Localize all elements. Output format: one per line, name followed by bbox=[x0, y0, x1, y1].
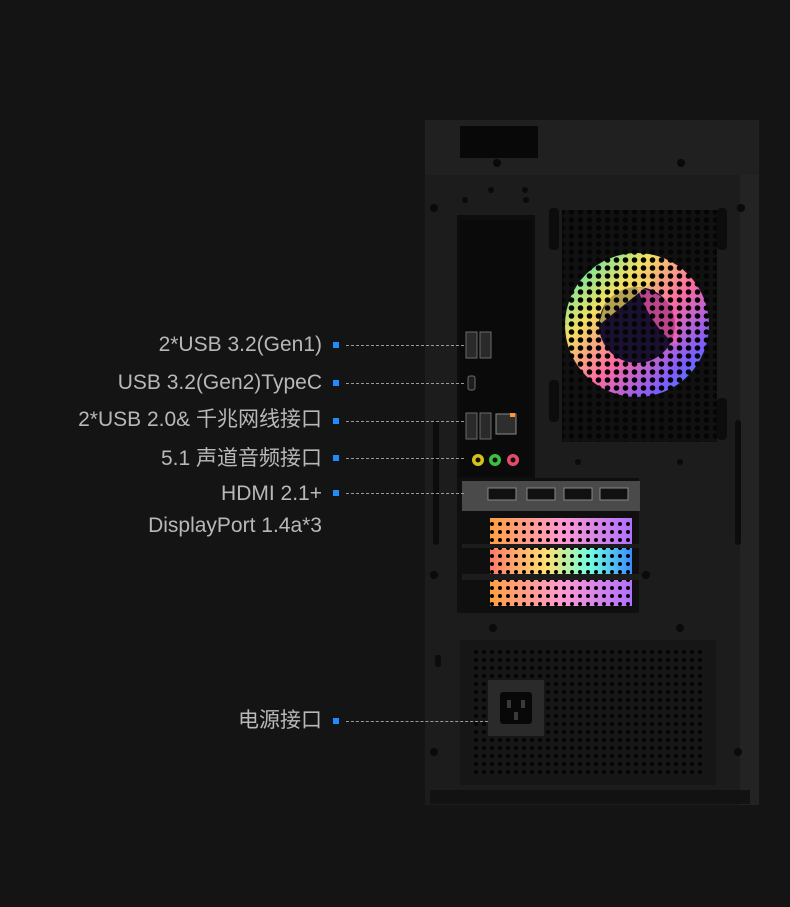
callout-leader-line bbox=[346, 421, 464, 422]
callout-power-label: 电源接口 bbox=[238, 709, 322, 732]
displayport-icon bbox=[526, 487, 629, 501]
ethernet-port-icon bbox=[495, 413, 517, 435]
type-c-port-icon bbox=[467, 375, 476, 391]
callout-marker bbox=[333, 342, 339, 348]
hdmi-port-icon bbox=[487, 487, 517, 501]
callout-marker bbox=[333, 455, 339, 461]
audio-jack-icon bbox=[472, 454, 519, 466]
callout-leader-line bbox=[346, 383, 464, 384]
usb-port-icon bbox=[465, 412, 492, 440]
callout-marker bbox=[333, 380, 339, 386]
callout-audio-label: 5.1 声道音频接口 bbox=[160, 447, 322, 470]
callout-leader-line bbox=[346, 458, 464, 459]
usb-port-icon bbox=[465, 331, 492, 359]
callout-usb20-lan-label: 2*USB 2.0& 千兆网线接口 bbox=[78, 408, 322, 431]
callout-display-label: HDMI 2.1+ DisplayPort 1.4a*3 bbox=[148, 478, 322, 542]
callout-leader-line bbox=[346, 493, 464, 494]
callout-leader-line bbox=[346, 345, 464, 346]
callout-marker bbox=[333, 418, 339, 424]
callout-marker bbox=[333, 718, 339, 724]
callout-usb32-gen2-label: USB 3.2(Gen2)TypeC bbox=[117, 371, 322, 394]
callout-leader-line bbox=[346, 721, 488, 722]
callout-display-line2: DisplayPort 1.4a*3 bbox=[148, 514, 322, 537]
callout-usb32-gen1-label: 2*USB 3.2(Gen1) bbox=[158, 333, 322, 356]
callout-display-line1: HDMI 2.1+ bbox=[221, 482, 322, 505]
callout-marker bbox=[333, 490, 339, 496]
